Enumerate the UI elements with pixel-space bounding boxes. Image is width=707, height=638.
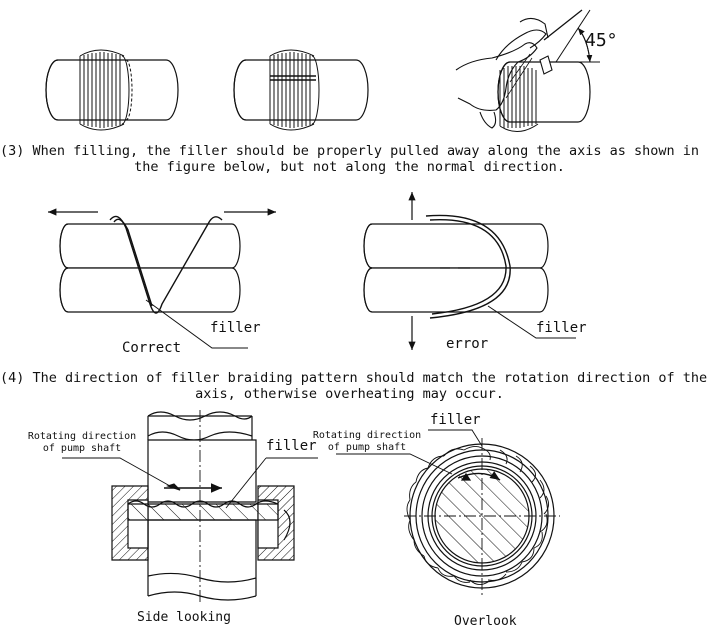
- packing-coils-2: [269, 49, 320, 131]
- error-caption: error: [446, 336, 489, 352]
- overlook-caption: Overlook: [454, 614, 517, 629]
- angle-label: 45°: [585, 30, 618, 51]
- correct-shaft: [59, 223, 241, 313]
- side-looking-caption: Side looking: [137, 610, 231, 625]
- step4-line1: (4) The direction of filler braiding pat…: [0, 370, 707, 386]
- rot-label-right-2: of pump shaft: [327, 442, 407, 453]
- correct-filler: [109, 215, 248, 349]
- rot-label-left-2: of pump shaft: [42, 443, 122, 454]
- rot-label-left-1: Rotating direction: [27, 431, 137, 442]
- filler-label-overlook: filler: [430, 412, 481, 428]
- shaft-2: [233, 49, 369, 131]
- filler-label-correct: filler: [210, 320, 261, 336]
- shaft-1: [45, 49, 179, 131]
- step3-line1: (3) When filling, the filler should be p…: [0, 143, 699, 159]
- error-filler: [425, 214, 576, 339]
- angle-45-mark: [555, 9, 600, 63]
- packing-coils-1: [79, 49, 133, 131]
- side-view: [62, 410, 318, 604]
- filler-label-error: filler: [536, 320, 587, 336]
- error-shaft: [363, 223, 549, 313]
- overlook-view: [336, 429, 560, 596]
- step4-line2: axis, otherwise overheating may occur.: [195, 386, 504, 402]
- hands-and-knife: [455, 9, 583, 129]
- correct-caption: Correct: [122, 340, 182, 356]
- filler-label-side: filler: [266, 438, 317, 454]
- step3-line2: the figure below, but not along the norm…: [134, 159, 565, 175]
- shaft-3: [455, 9, 600, 132]
- rot-label-right-1: Rotating direction: [312, 430, 422, 441]
